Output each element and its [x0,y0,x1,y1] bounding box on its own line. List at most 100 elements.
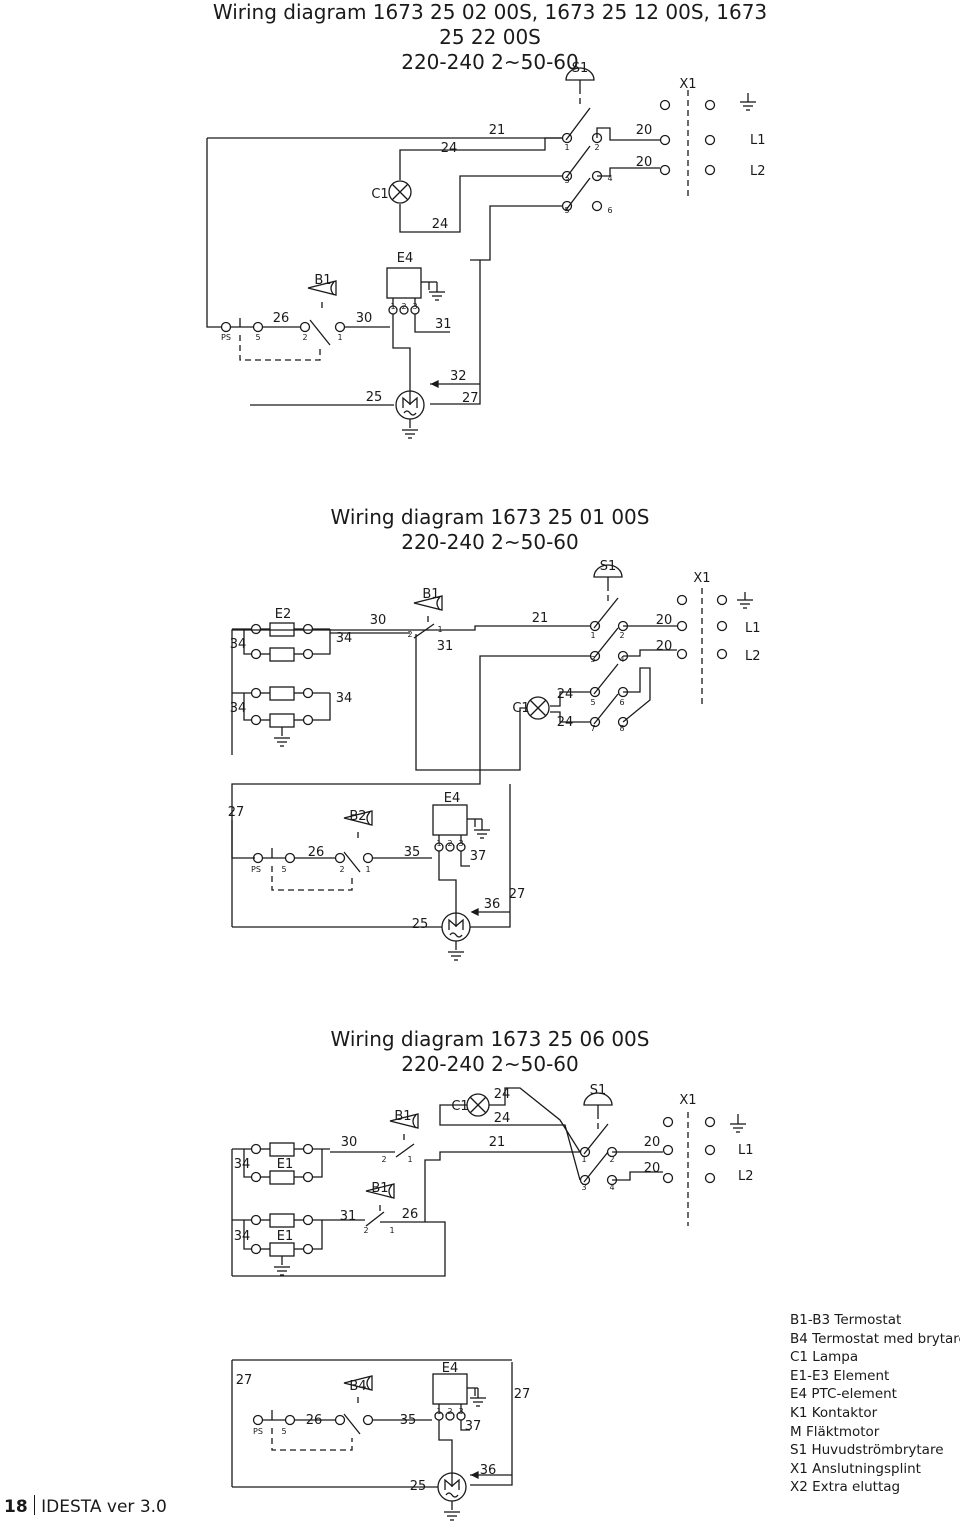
wire-label: 24 [441,141,458,156]
wire-label: 21 [489,123,506,138]
wire-label: 25 [412,917,429,932]
legend-code: B1-B3 [790,1312,831,1328]
wire-label: L1 [750,133,766,148]
wire-label: 2 [363,1226,368,1235]
wire-label: 3 [590,655,595,664]
wire-label: E4 [444,791,461,806]
wire-label: 7 [590,724,595,733]
wire-label: 2 [447,1407,452,1416]
wire-label: L1 [738,1143,754,1158]
wire-label: PS [253,1427,263,1436]
wire-label: 1 [564,143,569,152]
wire-label: 27 [462,391,479,406]
legend-code: M [790,1423,802,1440]
legend-text: Element [829,1367,890,1384]
wire-label: S1 [590,1083,607,1098]
diagram-2-title: Wiring diagram 1673 25 01 00S [330,505,650,529]
e1-element-icon [269,1142,295,1157]
wire-label: 1 [581,1155,586,1164]
wire-label: 24 [557,715,574,730]
wire-label: 37 [470,849,487,864]
wire-label: 6 [607,206,612,215]
wire-label: 5 [564,206,569,215]
wire-label: 34 [234,1229,251,1244]
wire-label: X1 [679,1093,696,1108]
legend-item: K1 Kontaktor [790,1404,960,1423]
legend-code: E4 [790,1386,808,1403]
wire-label: 34 [230,637,247,652]
wire-label: 27 [514,1387,531,1402]
wire-label: 34 [336,691,353,706]
diagram-1-title: Wiring diagram 1673 25 02 00S, 1673 25 1… [212,0,768,49]
legend-item: E4 PTC-element [790,1385,960,1404]
wire-label: 5 [281,1427,286,1436]
legend-code: C1 [790,1349,809,1366]
wire-label: 31 [340,1209,357,1224]
wire-label: 2 [407,630,412,639]
wire-label: S1 [600,559,617,574]
legend-code: X2 [790,1479,808,1496]
wire-label: E1 [277,1229,294,1244]
wire-label: 21 [532,611,549,626]
wire-label: 30 [370,613,387,628]
wire-label: 20 [656,639,673,654]
wire-label: 3 [458,839,463,848]
legend-code: B4 [790,1330,808,1347]
wire-label: 27 [509,887,526,902]
document-version: IDESTA ver 3.0 [41,1497,167,1517]
wire-label: L2 [738,1169,754,1184]
page-number: 18 [4,1497,28,1517]
legend-text: Lampa [808,1349,859,1366]
wire-label: B1 [314,273,331,288]
wire-label: 24 [557,687,574,702]
legend-text: PTC-element [807,1386,897,1403]
legend-item: X2 Extra eluttag [790,1478,960,1497]
wire-label: 26 [306,1413,323,1428]
wire-label: B1 [394,1109,411,1124]
wire-label: 26 [402,1207,419,1222]
wire-label: B1 [422,587,439,602]
wire-label: 2 [447,839,452,848]
diagram-3-rating: 220-240 2~50-60 [401,1052,579,1076]
wire-label: 1 [407,1155,412,1164]
wire-label: C1 [451,1099,468,1114]
wire-label: 2 [594,143,599,152]
legend-code: E1-E3 [790,1367,830,1384]
wire-label: 1 [436,1407,441,1416]
wire-label: 6 [619,698,624,707]
wire-label: 5 [281,865,286,874]
wire-label: 4 [609,1183,614,1192]
legend-item: B1-B3 Termostat [790,1311,960,1330]
legend-text: Anslutningsplint [807,1460,921,1477]
wire-label: 1 [337,333,342,342]
wire-label: 1 [390,302,395,311]
diagram-3-title: Wiring diagram 1673 25 06 00S [330,1027,650,1051]
diagram-3-title-block: Wiring diagram 1673 25 06 00S 220-240 2~… [330,1027,650,1077]
wire-label: 2 [619,631,624,640]
wire-label: B1 [371,1181,388,1196]
wire-label: 24 [494,1087,511,1102]
wire-label: E4 [397,251,414,266]
wire-label: 24 [494,1111,511,1126]
wire-label: E4 [442,1361,459,1376]
wire-label: 2 [302,333,307,342]
footer-divider [33,1495,36,1515]
c1-lamp-icon-2 [526,696,550,720]
wire-label: 20 [656,613,673,628]
legend-item: E1-E3 Element [790,1367,960,1386]
wire-label: B2 [349,809,366,824]
legend-text: Termostat med brytare [807,1330,960,1347]
legend-text: Extra eluttag [807,1479,901,1496]
wire-label: 26 [273,311,290,326]
earth-icon [739,101,757,111]
wire-label: B4 [349,1379,366,1394]
wire-label: 5 [590,698,595,707]
wire-label: PS [251,865,261,874]
wire-label: 3 [564,176,569,185]
page-footer: 18 IDESTA ver 3.0 [0,1494,167,1520]
diagram-3 [231,1087,747,1521]
wire-label: 3 [458,1407,463,1416]
wire-label: 31 [435,317,452,332]
